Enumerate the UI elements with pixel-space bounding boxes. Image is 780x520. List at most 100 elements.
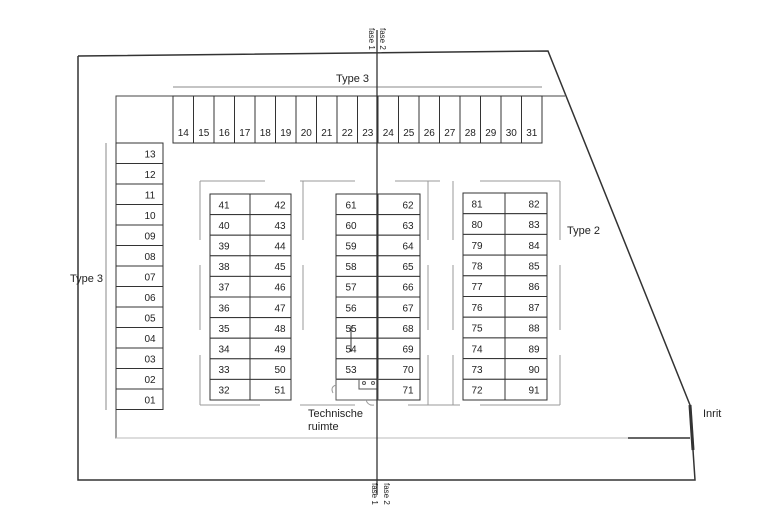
storage-unit (504, 213, 548, 235)
unit-number: 25 (403, 128, 415, 139)
unit-number: 50 (274, 365, 286, 376)
storage-unit (115, 142, 164, 164)
storage-unit (335, 296, 379, 319)
storage-unit (209, 255, 251, 277)
storage-unit (335, 234, 379, 257)
unit-number: 45 (274, 262, 286, 273)
technical-room (331, 378, 379, 406)
storage-unit (377, 378, 421, 401)
storage-unit (335, 255, 379, 277)
unit-number: 63 (402, 221, 414, 232)
storage-unit (377, 275, 421, 298)
unit-number: 21 (321, 128, 333, 139)
unit-number: 83 (528, 220, 540, 231)
storage-unit (504, 296, 548, 318)
storage-unit (209, 337, 251, 360)
unit-number: 62 (402, 200, 414, 211)
storage-unit (504, 254, 548, 277)
type3-top-label: Type 3 (336, 73, 369, 85)
unit-number: 12 (144, 170, 156, 181)
unit-number: 24 (383, 128, 395, 139)
storage-unit (115, 224, 164, 246)
unit-number: 11 (145, 190, 156, 201)
storage-unit (504, 358, 548, 380)
storage-unit (115, 163, 164, 185)
aisle-dividers (116, 180, 628, 439)
unit-number: 69 (402, 345, 414, 356)
type2-label: Type 2 (567, 225, 600, 237)
unit-number: 09 (144, 231, 156, 242)
storage-unit (335, 275, 379, 298)
unit-number: 81 (471, 199, 483, 210)
unit-number: 42 (274, 200, 286, 211)
storage-unit (115, 368, 164, 390)
storage-unit (377, 337, 421, 360)
unit-number: 36 (218, 303, 230, 314)
storage-unit (462, 378, 506, 401)
unit-number: 16 (219, 128, 231, 139)
unit-number: 91 (528, 386, 540, 397)
unit-number: 64 (402, 242, 414, 253)
storage-unit (335, 358, 379, 380)
phase2-label-bottom: fase 2 (382, 483, 391, 505)
unit-number: 56 (345, 303, 357, 314)
unit-number: 85 (528, 261, 540, 272)
storage-unit (115, 388, 164, 410)
unit-number: 22 (342, 128, 354, 139)
storage-unit (462, 275, 506, 297)
storage-unit (504, 337, 548, 360)
unit-number: 80 (471, 220, 483, 231)
unit-number: 58 (345, 262, 357, 273)
unit-number: 90 (528, 365, 540, 376)
phase1-label-bottom: fase 1 (370, 483, 379, 505)
unit-number: 20 (301, 128, 313, 139)
storage-unit (115, 286, 164, 308)
storage-unit (335, 317, 379, 339)
unit-number: 03 (144, 354, 156, 365)
phase-line (350, 30, 378, 495)
unit-number: 44 (274, 242, 286, 253)
storage-unit (504, 192, 548, 215)
unit-number: 17 (239, 128, 251, 139)
unit-number: 68 (402, 324, 414, 335)
unit-number: 39 (218, 242, 230, 253)
storage-unit (377, 358, 421, 380)
storage-unit (462, 296, 506, 318)
type3-left-label: Type 3 (70, 273, 103, 285)
storage-unit (462, 337, 506, 360)
storage-unit (504, 275, 548, 297)
storage-unit (377, 296, 421, 319)
storage-unit (377, 317, 421, 339)
unit-number: 10 (144, 211, 156, 222)
unit-number: 78 (471, 261, 483, 272)
unit-number: 07 (144, 272, 156, 283)
unit-number: 29 (485, 128, 497, 139)
unit-number: 75 (471, 324, 483, 335)
storage-unit (115, 183, 164, 205)
unit-number: 47 (274, 303, 286, 314)
unit-number: 06 (144, 293, 156, 304)
unit-number: 66 (402, 283, 414, 294)
unit-number: 26 (424, 128, 436, 139)
storage-unit (115, 347, 164, 369)
unit-number: 61 (345, 200, 357, 211)
storage-unit (377, 255, 421, 277)
unit-number: 89 (528, 344, 540, 355)
unit-number: 84 (528, 241, 540, 252)
storage-unit (209, 214, 251, 236)
storage-unit (462, 358, 506, 380)
unit-number: 41 (218, 200, 230, 211)
unit-number: 18 (260, 128, 272, 139)
unit-number: 23 (362, 128, 374, 139)
unit-number: 72 (471, 386, 483, 397)
unit-number: 28 (465, 128, 477, 139)
technical-room-label-2: ruimte (308, 421, 339, 433)
storage-unit (377, 193, 421, 216)
storage-unit (209, 378, 251, 401)
storage-unit (209, 296, 251, 319)
unit-number: 35 (218, 324, 230, 335)
storage-unit (209, 234, 251, 257)
unit-number: 76 (471, 303, 483, 314)
unit-number: 86 (528, 282, 540, 293)
